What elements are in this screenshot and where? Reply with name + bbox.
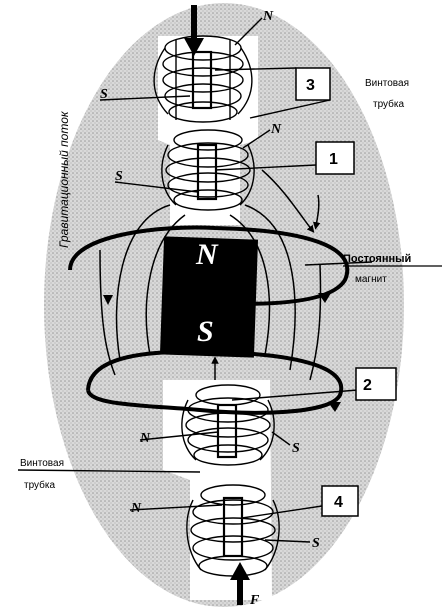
tube-bottom-caption-line1: Винтовая <box>20 458 64 469</box>
helical-tube-4 <box>186 484 280 577</box>
field-loop-lower <box>86 349 344 415</box>
n-label-top: N <box>262 9 274 24</box>
n-label-2: N <box>139 431 151 446</box>
leader-lines <box>17 17 373 543</box>
callout-box-2 <box>355 367 397 401</box>
vertical-flow-caption: Гравитационный поток <box>57 110 71 248</box>
permanent-magnet <box>159 236 259 358</box>
magnet-s-label: S <box>197 315 214 348</box>
callout-label-4: 4 <box>334 494 343 511</box>
callout-label-3: 3 <box>306 77 315 94</box>
n-label-1: N <box>270 122 282 137</box>
tube-top-caption-line1: Винтовая <box>365 78 409 89</box>
field-lines <box>99 169 322 381</box>
tube-top-caption-line2: трубка <box>373 98 404 110</box>
helical-tube-2 <box>181 384 275 466</box>
magnet-n-label: N <box>195 238 219 271</box>
s-label-top: S <box>100 87 108 102</box>
magnet-caption-line1: Постоянный <box>343 253 411 265</box>
s-label-4: S <box>312 536 320 551</box>
callout-box-4 <box>321 485 359 517</box>
s-label-1: S <box>115 169 123 184</box>
n-label-4: N <box>130 501 142 516</box>
field-loop-upper <box>68 225 350 306</box>
callout-box-3 <box>295 67 331 101</box>
helical-tube-top <box>153 35 253 123</box>
helical-tube-1 <box>161 129 255 211</box>
s-label-2: S <box>292 441 300 456</box>
magnet-caption-line2: магнит <box>355 274 387 285</box>
callout-label-2: 2 <box>363 377 372 394</box>
callout-label-1: 1 <box>329 151 338 168</box>
force-label: F <box>249 593 260 608</box>
callout-box-1 <box>315 141 355 175</box>
tube-bottom-caption-line2: трубка <box>24 479 55 491</box>
white-column <box>158 36 272 600</box>
